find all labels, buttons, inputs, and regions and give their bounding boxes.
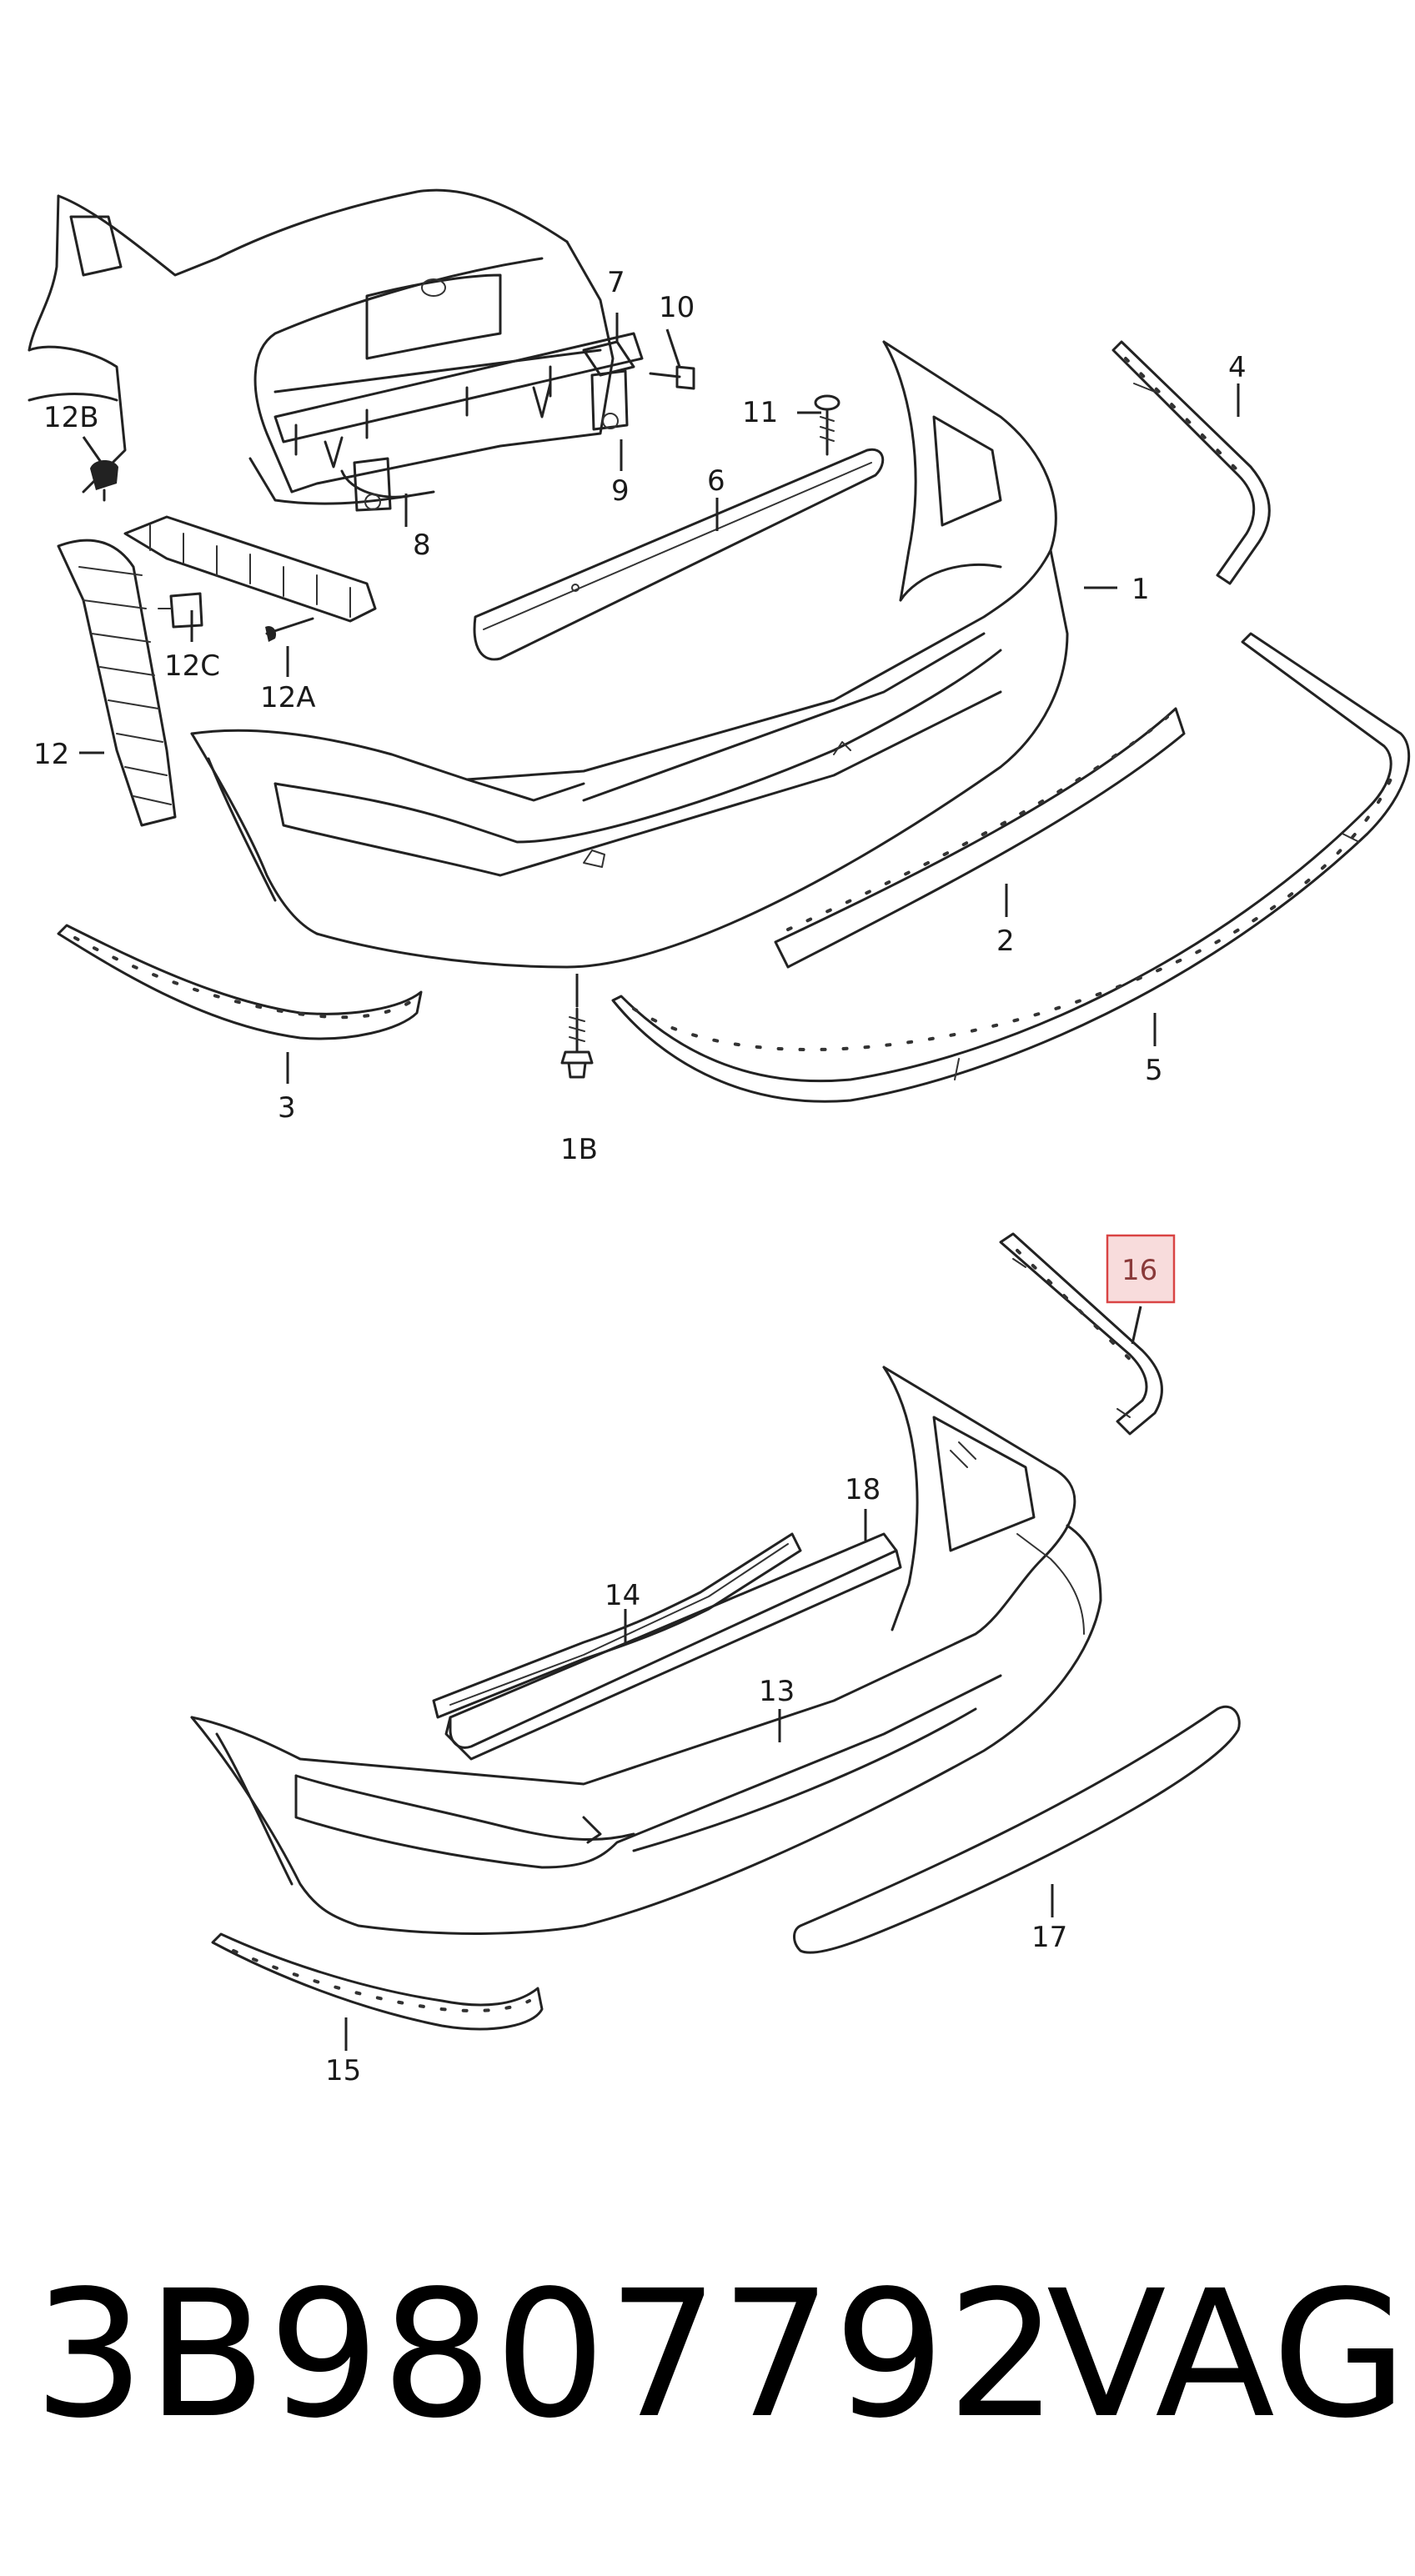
label-part-16: 16 (1121, 1254, 1157, 1287)
label-part-12: 12 (33, 738, 69, 771)
label-part-4: 4 (1228, 351, 1247, 384)
part-8-bracket (353, 457, 392, 512)
part-16-molding (999, 1232, 1163, 1436)
part-7-carrier (273, 332, 644, 469)
part-1-bumper-cover (190, 340, 1069, 969)
label-part-9: 9 (611, 474, 630, 508)
label-part-7: 7 (607, 266, 625, 299)
label-part-11: 11 (742, 396, 778, 429)
label-part-12c: 12C (164, 649, 220, 683)
part-13-bumper-cover (190, 1366, 1102, 1935)
part-number-text: 3B9807792 (33, 2253, 1060, 2457)
label-part-18: 18 (845, 1473, 881, 1506)
label-part-5: 5 (1145, 1054, 1163, 1087)
part-17-trim (793, 1706, 1241, 1954)
callout-labels: 1 1B 2 3 4 5 6 7 8 9 10 11 12 12A 12B 12… (33, 266, 1247, 2087)
label-part-14: 14 (605, 1579, 640, 1612)
part-2-strip (774, 707, 1186, 969)
label-part-3: 3 (278, 1091, 296, 1125)
part-15-molding (211, 1932, 544, 2031)
label-part-10: 10 (659, 291, 695, 324)
part-3-molding (57, 924, 423, 1040)
label-part-2: 2 (996, 925, 1015, 958)
part-4-molding (1111, 340, 1271, 585)
part-1b-screw (560, 1007, 594, 1079)
part-12-side-guide (57, 515, 377, 827)
part-10-screw (649, 365, 695, 390)
brand-text: VAG (1046, 2253, 1407, 2457)
highlight-box-16 (1106, 1234, 1176, 1304)
part-5-trim (611, 632, 1411, 1103)
part-9-bracket (590, 369, 629, 431)
part-12b-clip (90, 459, 118, 502)
part-14-strip (432, 1532, 802, 1719)
part-12a-screw (265, 617, 314, 642)
label-part-1b: 1B (560, 1133, 598, 1166)
part-12c-nut (158, 592, 203, 629)
label-part-13: 13 (759, 1675, 795, 1708)
label-part-12b: 12B (43, 401, 99, 434)
car-body-rear (28, 188, 615, 505)
label-part-12a: 12A (260, 681, 316, 714)
part-18-absorber (444, 1532, 902, 1761)
leader-lines (79, 313, 1240, 2051)
part-6-absorber (473, 448, 885, 661)
part-11-screw (814, 394, 840, 456)
label-part-1: 1 (1131, 573, 1150, 606)
label-part-8: 8 (413, 529, 431, 562)
label-part-15: 15 (325, 2054, 361, 2087)
label-part-6: 6 (707, 464, 725, 498)
label-part-17: 17 (1031, 1921, 1067, 1954)
